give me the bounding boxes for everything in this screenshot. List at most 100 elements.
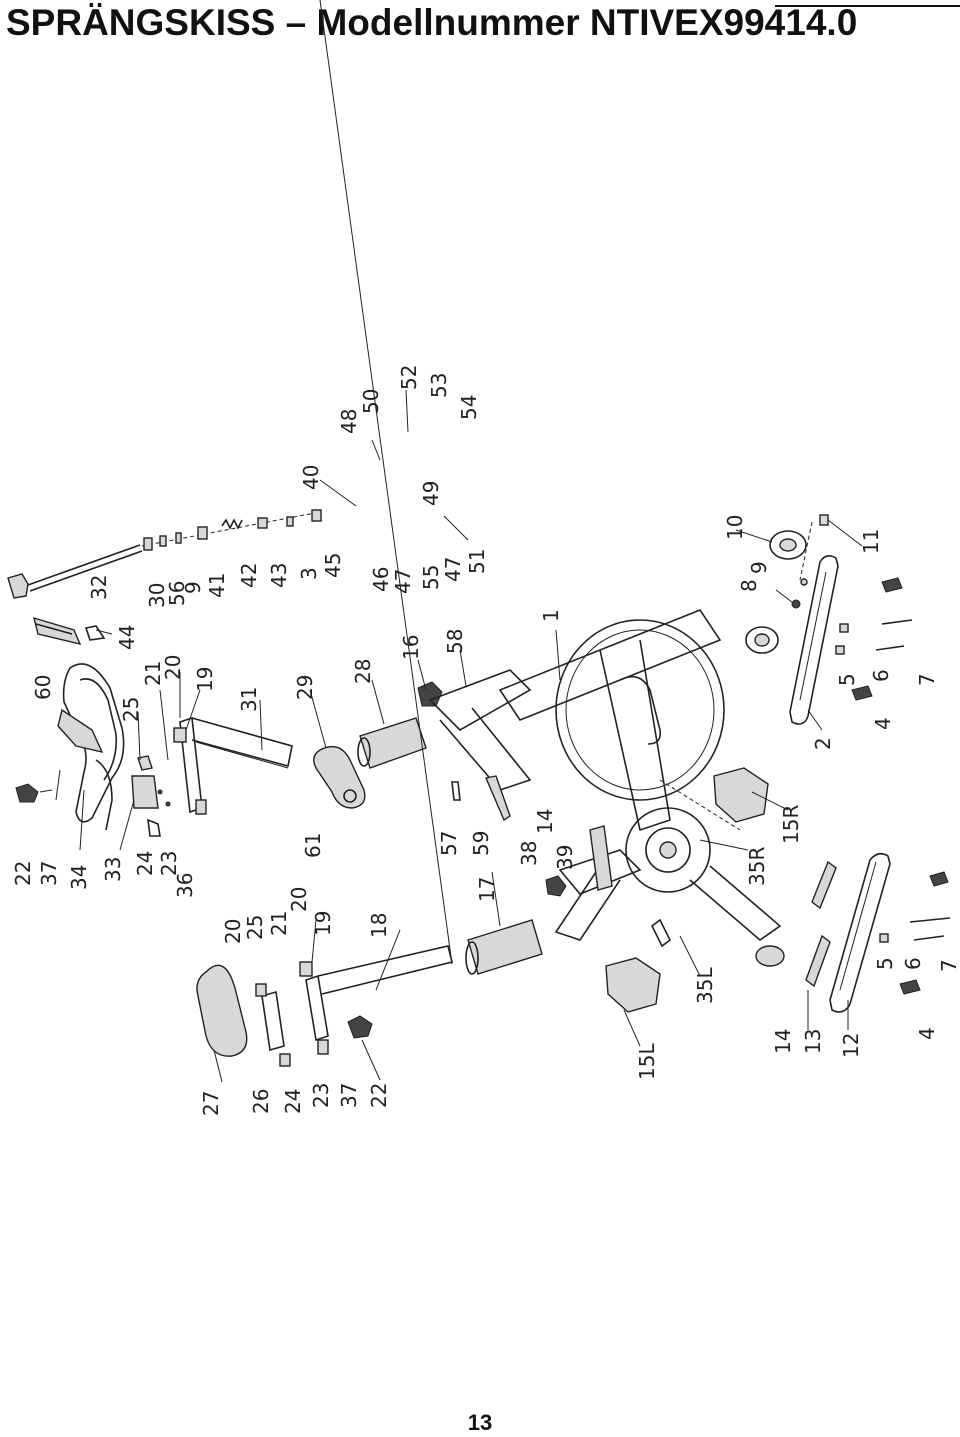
part-label: 44 [115,625,139,650]
part-label: 15L [635,1043,659,1080]
nut-9-part [791,599,801,609]
knob-22-part [15,783,39,803]
part-label: 16 [399,635,423,660]
part-label: 18 [367,913,391,938]
part-label: 3 [297,567,321,580]
part-label: 58 [443,629,467,654]
part-label: 35L [693,967,717,1004]
knob-16-part [417,681,443,707]
part-label: 32 [87,575,111,600]
part-label: 54 [457,395,481,420]
part-label: 37 [37,861,61,886]
part-label: 29 [293,675,317,700]
part-label: 57 [437,831,461,856]
part-label: 19 [311,911,335,936]
part-label: 22 [11,861,35,886]
part-label: 43 [267,563,291,588]
seat-post-lower [299,0,453,1042]
part-label: 22 [367,1083,391,1108]
part-label: 6 [901,957,925,970]
part-label: 11 [859,529,883,554]
part-label: 15R [779,805,803,844]
part-label: 41 [205,573,229,598]
part-label: 21 [267,911,291,936]
part-label: 9 [181,581,205,594]
wheel-10-part [769,530,807,560]
part-label: 23 [157,851,181,876]
part-label: 49 [419,481,443,506]
part-label: 4 [871,717,895,730]
part-label: 28 [351,659,375,684]
foot-cap-top-b [929,871,949,887]
part-label: 39 [553,845,577,870]
part-label: 61 [301,833,325,858]
part-label: 47 [391,569,415,594]
part-label: 60 [31,675,55,700]
part-label: 10 [723,515,747,540]
seat-part [196,964,248,1057]
part-label: 30 [145,583,169,608]
pedal-35R-part [713,767,769,823]
part-label: 34 [67,865,91,890]
part-label: 13 [801,1029,825,1054]
part-label: 46 [369,567,393,592]
adjuster-29-part [313,746,366,809]
part-label: 56 [165,581,189,606]
foot-cap-4b [899,979,921,995]
part-label: 21 [141,661,165,686]
part-label: 23 [309,1083,333,1108]
part-label: 12 [839,1033,863,1058]
part-label: 51 [465,549,489,574]
part-label: 53 [427,373,451,398]
part-label: 45 [321,553,345,578]
foot-cap-11 [881,577,903,593]
part-label: 42 [237,563,261,588]
part-label: 20 [221,919,245,944]
part-label: 36 [173,873,197,898]
lever-59-part [485,775,511,822]
part-label: 59 [469,831,493,856]
part-label: 31 [237,687,261,712]
part-label: 5 [873,957,897,970]
part-label: 52 [397,365,421,390]
part-label: 2 [811,737,835,750]
handlebar-rod-part [7,544,143,599]
part-label: 40 [299,465,323,490]
tube-17-part [465,919,543,975]
part-label: 4 [915,1027,939,1040]
callout-labels: 22 37 34 33 24 23 36 60 25 44 21 20 19 3… [11,365,960,1116]
parts-drawing [7,0,951,1067]
pedal-35L-part [605,957,661,1013]
part-label: 48 [337,409,361,434]
leader-lines [55,389,863,1083]
part-label: 47 [441,557,465,582]
part-label: 7 [937,959,960,972]
pin-57-part [451,781,461,801]
seat-slider-upper [131,755,171,837]
handlebar-hardware-stack [141,509,322,551]
part-label: 5 [835,673,859,686]
main-frame-part [428,609,785,967]
part-label: 35R [745,847,769,886]
rear-stabilizer-part [789,554,839,725]
part-label: 8 [737,579,761,592]
part-label: 25 [243,915,267,940]
part-label: 17 [475,877,499,902]
part-label: 33 [101,857,125,882]
knob-38-part [545,875,567,897]
handlebar-part [57,663,125,831]
page-title: SPRÄNGSKISS – Modellnummer NTIVEX99414.0 [6,2,858,43]
part-label: 37 [337,1083,361,1108]
bracket-44-part [84,625,106,641]
wheel-8-part [745,626,779,654]
console-part [33,616,82,646]
knob-22b-part [347,1015,373,1039]
part-label: 25 [119,697,143,722]
header-rule [775,5,960,7]
page-number: 13 [467,1410,493,1435]
part-label: 19 [193,667,217,692]
front-stabilizer-part [805,852,891,1013]
part-label: 55 [419,565,443,590]
part-label: 7 [915,673,939,686]
